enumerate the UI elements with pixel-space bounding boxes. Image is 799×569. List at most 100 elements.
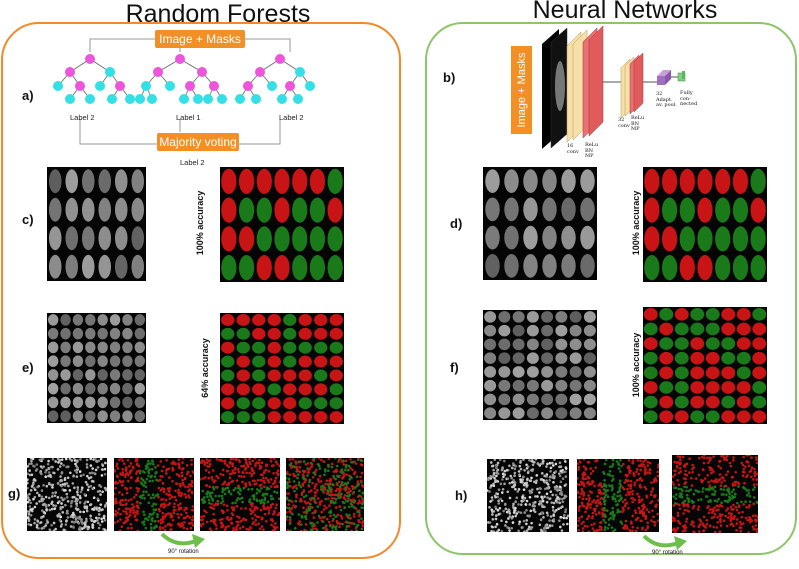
cell	[131, 254, 145, 279]
tissue-dot	[302, 489, 306, 492]
tissue-dot	[350, 499, 353, 503]
cell	[81, 226, 95, 251]
tissue-dot	[597, 491, 601, 495]
tissue-dot	[125, 516, 129, 520]
tissue-dot	[115, 501, 118, 504]
label-b: b)	[443, 70, 456, 85]
tissue-dot	[85, 517, 88, 521]
tissue-dot	[611, 530, 615, 532]
tissue-dot	[707, 500, 710, 503]
tissue-dot	[330, 488, 333, 491]
tissue-dot	[713, 530, 717, 533]
tissue-dot	[497, 513, 501, 516]
tissue-dot	[526, 465, 530, 468]
tissue-dot	[657, 463, 659, 467]
tissue-dot	[179, 502, 182, 505]
tissue-dot	[685, 485, 688, 489]
cell	[569, 324, 582, 337]
cell-class-red	[659, 395, 674, 409]
tissue-dot	[264, 519, 268, 523]
tissue-dot	[563, 513, 566, 517]
tissue-dot	[549, 466, 553, 470]
cell-class-green	[309, 254, 326, 281]
tissue-dot	[344, 528, 348, 531]
tissue-dot	[344, 465, 348, 469]
tissue-dot	[619, 459, 622, 462]
tissue-dot	[754, 514, 757, 517]
mask-h-rotated	[672, 455, 758, 533]
tissue-dot	[578, 483, 581, 486]
tissue-dot	[91, 487, 95, 491]
tissue-dot	[587, 498, 591, 502]
tissue-dot	[119, 503, 123, 506]
cell-class-red	[736, 381, 751, 394]
tissue-dot	[59, 478, 63, 482]
tissue-dot	[114, 509, 118, 513]
tissue-dot	[526, 514, 529, 518]
cell-class-red	[643, 308, 658, 321]
tissue-dot	[174, 482, 178, 485]
tissue-dot	[188, 522, 191, 525]
tissue-dot	[96, 497, 100, 501]
tissue-dot	[562, 470, 566, 474]
tissue-dot	[552, 480, 555, 484]
tissue-dot	[644, 487, 648, 491]
tissue-dot	[488, 490, 491, 493]
tissue-dot	[212, 507, 215, 511]
tissue-dot	[228, 476, 232, 480]
tissue-dot	[591, 511, 595, 515]
tissue-dot	[584, 506, 588, 510]
tissue-dot	[168, 497, 172, 500]
tissue-dot	[577, 491, 580, 495]
tissue-dot	[722, 488, 726, 491]
tissue-dot	[50, 495, 54, 498]
tissue-dot	[726, 455, 729, 458]
tissue-dot	[508, 529, 511, 532]
tissue-dot	[72, 521, 76, 524]
tissue-dot	[144, 485, 148, 489]
tissue-dot	[707, 480, 710, 484]
cell-class-green	[643, 410, 658, 423]
tissue-dot	[236, 490, 240, 494]
cell	[580, 225, 595, 250]
cell-class-red	[732, 168, 749, 195]
tissue-dot	[652, 520, 655, 524]
cell-class-red	[236, 355, 250, 368]
cell-class-green	[736, 366, 751, 380]
tissue-dot	[86, 474, 89, 478]
cell	[555, 352, 568, 364]
cell-class-red	[267, 355, 281, 368]
tissue-dot	[124, 466, 128, 469]
tree-1-label: Label 2	[70, 113, 95, 122]
tissue-dot	[702, 515, 706, 519]
tissue-dot	[263, 501, 266, 505]
tissue-dot	[684, 469, 687, 473]
tissue-dot	[329, 481, 332, 485]
tissue-dot	[501, 478, 504, 481]
tissue-dot	[159, 460, 163, 463]
tissue-dot	[263, 498, 267, 502]
cell-class-green	[661, 197, 678, 223]
tissue-dot	[678, 507, 682, 510]
tissue-dot	[498, 459, 502, 462]
tissue-dot	[302, 506, 305, 510]
tissue-dot	[213, 522, 217, 525]
tissue-dot	[143, 497, 146, 500]
tissue-dot	[584, 466, 588, 470]
tissue-dot	[657, 519, 659, 523]
tissue-dot	[29, 501, 32, 505]
tissue-dot	[606, 527, 610, 530]
tissue-dot	[94, 458, 97, 461]
tissue-dot	[553, 485, 557, 489]
tissue-dot	[356, 480, 360, 483]
tissue-dot	[114, 513, 117, 517]
tissue-dot	[271, 512, 275, 516]
tissue-dot	[101, 490, 104, 494]
tissue-dot	[519, 511, 523, 515]
tissue-dot	[349, 516, 352, 520]
tissue-dot	[742, 455, 745, 459]
tissue-dot	[47, 474, 50, 478]
tissue-dot	[151, 493, 155, 496]
tissue-dot	[592, 499, 596, 502]
tissue-dot	[504, 524, 507, 527]
